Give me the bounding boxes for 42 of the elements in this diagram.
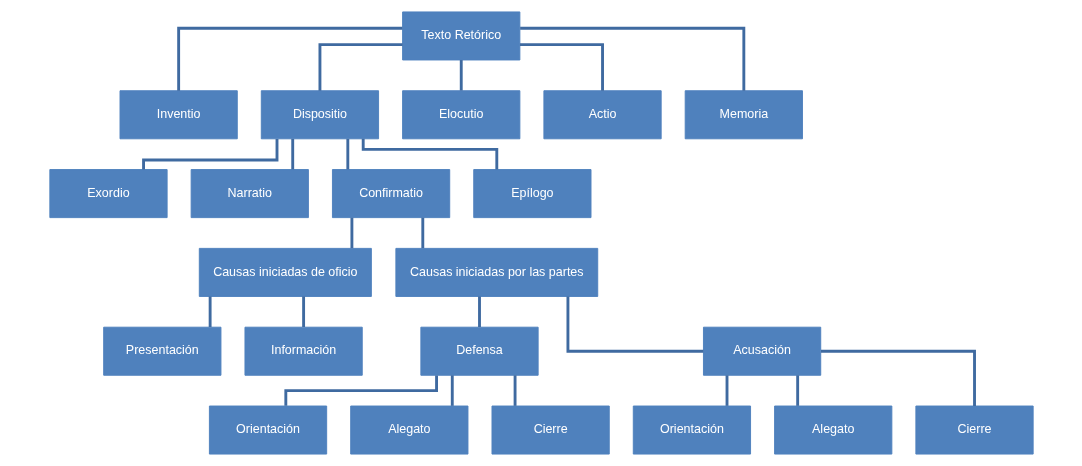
node-box: Alegato	[773, 405, 892, 455]
connector	[208, 296, 212, 327]
node-box: Texto Retórico	[401, 11, 520, 61]
node-box: Inventio	[119, 90, 238, 140]
node-box: Causas iniciadas por las partes	[394, 247, 598, 297]
node-box: Orientación	[632, 405, 751, 455]
connector	[795, 375, 799, 406]
connector	[459, 60, 463, 91]
connector	[141, 138, 278, 170]
connector	[519, 26, 745, 91]
connector	[301, 296, 305, 327]
connector	[513, 375, 516, 406]
connector	[349, 217, 353, 249]
connector	[477, 296, 481, 327]
node-box: Alegato	[349, 405, 468, 455]
node-box: Orientación	[208, 405, 327, 455]
node-box: Dispositio	[260, 90, 379, 140]
node-box: Acusación	[702, 326, 821, 376]
node-box: Confirmatio	[331, 169, 450, 219]
connector	[566, 296, 703, 353]
connector	[725, 375, 728, 406]
node-box: Causas iniciadas de oficio	[198, 247, 372, 297]
connector	[345, 138, 349, 170]
node-box: Epílogo	[472, 169, 591, 219]
connector	[290, 138, 294, 170]
node-box: Narratio	[190, 169, 309, 219]
node-box: Presentación	[102, 326, 221, 376]
connector	[176, 26, 402, 91]
connector	[283, 375, 438, 406]
node-box: Cierre	[491, 405, 610, 455]
connector	[450, 375, 454, 406]
node-box: Actio	[542, 90, 662, 140]
node-box: Elocutio	[401, 90, 520, 140]
connector	[519, 43, 604, 91]
connector	[820, 349, 976, 406]
connector	[318, 43, 403, 91]
node-box: Información	[244, 326, 363, 376]
node-box: Cierre	[914, 405, 1034, 455]
node-box: Memoria	[684, 90, 803, 140]
connector	[420, 217, 424, 249]
node-box: Exordio	[48, 169, 168, 219]
node-box: Defensa	[419, 326, 539, 376]
